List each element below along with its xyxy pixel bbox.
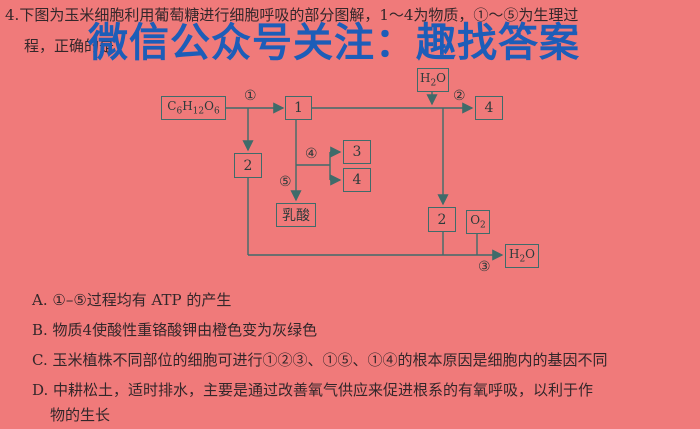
question-stem-line1: 下图为玉米细胞利用葡萄糖进行细胞呼吸的部分图解，1～4为物质，①～⑤为生理过 bbox=[19, 6, 579, 24]
glucose-box: C6H12O6 bbox=[161, 96, 226, 120]
node-4-top-box: 4 bbox=[475, 96, 503, 120]
h2o-bottom-box: H2O bbox=[505, 244, 539, 268]
step-1-label: ① bbox=[244, 88, 257, 104]
question-stem: 4.下图为玉米细胞利用葡萄糖进行细胞呼吸的部分图解，1～4为物质，①～⑤为生理过 bbox=[5, 5, 695, 25]
node-3-box: 3 bbox=[343, 140, 371, 164]
o2-box: O2 bbox=[466, 210, 490, 234]
step-4-label: ④ bbox=[305, 146, 318, 162]
node-2-left-box: 2 bbox=[234, 153, 262, 178]
step-5-label: ⑤ bbox=[279, 174, 292, 190]
h2o-top-box: H2O bbox=[417, 68, 449, 92]
option-d-line1: D. 中耕松土，适时排水，主要是通过改善氧气供应来促进根系的有氧呼吸，以利于作 bbox=[32, 381, 594, 399]
option-a: A. ①–⑤过程均有 ATP 的产生 bbox=[32, 291, 232, 309]
question-number: 4. bbox=[5, 6, 20, 24]
node-1-box: 1 bbox=[285, 96, 312, 120]
glucose-label: C6H12O6 bbox=[167, 99, 220, 117]
option-d-line2: 物的生长 bbox=[50, 406, 111, 424]
node-4-mid-box: 4 bbox=[343, 168, 371, 192]
option-c: C. 玉米植株不同部位的细胞可进行①②③、①⑤、①④的根本原因是细胞内的基因不同 bbox=[32, 351, 608, 369]
node-2-right-box: 2 bbox=[428, 207, 456, 232]
step-3-label: ③ bbox=[478, 259, 491, 275]
step-2-label: ② bbox=[453, 88, 466, 104]
lactic-acid-box: 乳酸 bbox=[276, 203, 316, 227]
option-b: B. 物质4使酸性重铬酸钾由橙色变为灰绿色 bbox=[32, 321, 318, 339]
watermark-text: 微信公众号关注：趣找答案 bbox=[88, 20, 580, 66]
question-stem-line2: 程，正确的是 bbox=[24, 37, 115, 55]
